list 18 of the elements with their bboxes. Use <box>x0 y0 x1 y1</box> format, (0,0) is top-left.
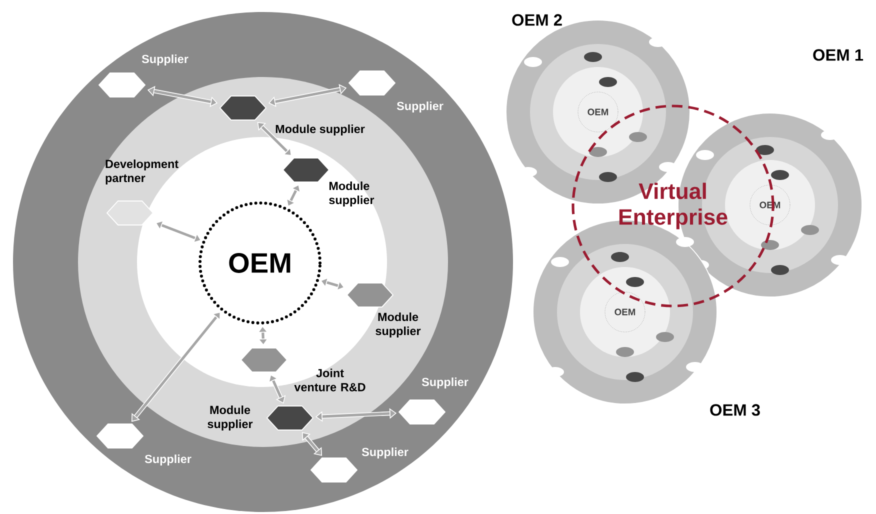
node-label: Supplier <box>362 448 408 458</box>
mini-diagram: OEM <box>588 108 608 116</box>
node-label: Supplier <box>142 54 188 66</box>
double-arrow <box>257 122 292 156</box>
node-label: OEM 2 <box>512 14 562 26</box>
node-label: OEM 3 <box>710 404 760 416</box>
double-arrow <box>131 312 221 422</box>
node-label: Supplier <box>396 102 444 112</box>
node-label: Module supplier <box>376 312 421 338</box>
node-label: Module supplier <box>276 124 365 136</box>
node-label: Supplier <box>144 454 192 466</box>
node-label: Module supplier <box>208 406 253 430</box>
mini-diagram: OEM <box>614 308 636 316</box>
node-label: OEM 1 <box>813 49 864 61</box>
node-label: Joint venture R&D <box>294 368 366 392</box>
node-label: Development partner <box>106 160 178 184</box>
node-label: Module supplier <box>329 182 374 206</box>
node-label: Supplier <box>422 378 468 388</box>
